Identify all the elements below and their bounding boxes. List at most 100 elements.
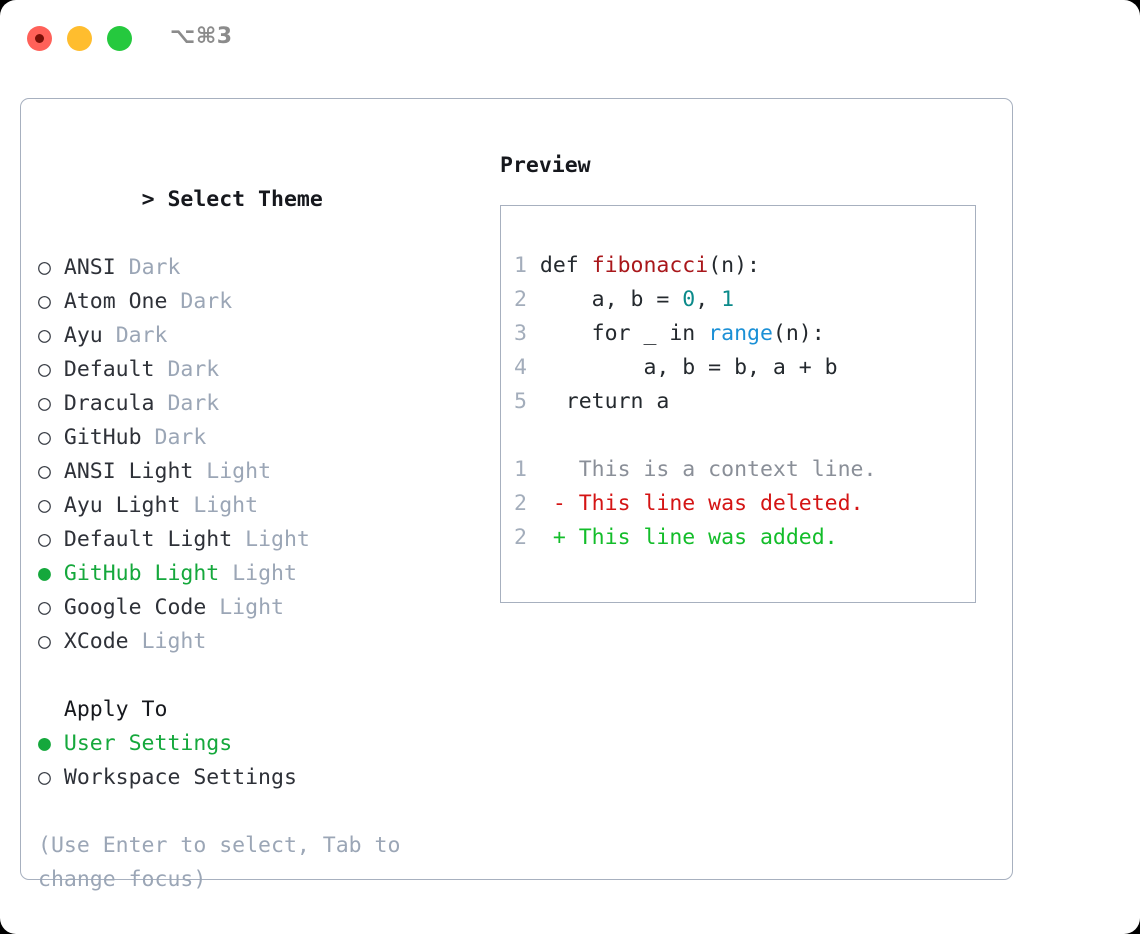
theme-variant-label: Light <box>193 493 259 518</box>
code-token: (n): <box>772 321 825 346</box>
diff-marker <box>553 457 579 482</box>
theme-name: Google Code <box>63 595 207 620</box>
code-token: return a <box>539 389 670 414</box>
spacer <box>167 289 180 314</box>
apply-to-label: User Settings <box>63 731 233 756</box>
theme-name: Default Light <box>63 527 233 552</box>
spacer <box>142 425 155 450</box>
radio-selected-icon: ● <box>38 731 64 756</box>
radio-unselected-icon: ○ <box>38 391 64 416</box>
theme-list-item[interactable]: ○ Dracula Dark <box>38 387 488 421</box>
theme-picker-column: > Select Theme ○ ANSI Dark○ Atom One Dar… <box>38 149 488 897</box>
title-bar: ⌥⌘3 <box>0 0 1140 78</box>
theme-variant-label: Dark <box>167 391 220 416</box>
code-line: 2 a, b = 0, 1 <box>514 283 876 317</box>
radio-unselected-icon: ○ <box>38 255 64 280</box>
theme-picker-header-label: Select Theme <box>167 187 323 212</box>
radio-unselected-icon: ○ <box>38 629 64 654</box>
code-token: 1 <box>721 287 735 312</box>
radio-unselected-icon: ○ <box>38 765 64 790</box>
radio-unselected-icon: ○ <box>38 323 64 348</box>
gutter-gap <box>527 491 553 516</box>
maximize-button[interactable] <box>107 26 132 51</box>
theme-name: Ayu <box>63 323 103 348</box>
apply-to-item[interactable]: ● User Settings <box>38 727 488 761</box>
theme-list-item[interactable]: ○ Default Light Light <box>38 523 488 557</box>
diff-line-number: 1 <box>514 457 527 482</box>
theme-name: Atom One <box>63 289 168 314</box>
code-token: fibonacci <box>591 253 709 278</box>
main-panel: > Select Theme ○ ANSI Dark○ Atom One Dar… <box>20 98 1013 892</box>
theme-variant-label: Light <box>232 561 297 586</box>
radio-unselected-icon: ○ <box>38 493 64 518</box>
code-line-number: 3 <box>514 321 527 346</box>
apply-to-list: ● User Settings○ Workspace Settings <box>38 727 488 795</box>
radio-unselected-icon: ○ <box>38 289 64 314</box>
gutter-gap <box>527 389 540 414</box>
theme-list-item[interactable]: ○ Ayu Light Light <box>38 489 488 523</box>
diff-text: This line was deleted. <box>578 491 864 516</box>
apply-to-header: Apply To <box>38 697 168 722</box>
theme-list-item[interactable]: ● GitHub Light Light <box>38 557 488 591</box>
theme-picker-header-prefix: > <box>141 187 168 212</box>
code-line: 1 def fibonacci(n): <box>514 249 876 283</box>
diff-text: This is a context line. <box>578 457 877 482</box>
theme-list-item[interactable]: ○ Default Dark <box>38 353 488 387</box>
spacer <box>103 323 116 348</box>
diff-line-number: 2 <box>514 525 527 550</box>
theme-variant-label: Light <box>206 459 272 484</box>
theme-variant-label: Light <box>141 629 207 654</box>
theme-name: Ayu Light <box>63 493 181 518</box>
theme-name: XCode <box>63 629 129 654</box>
theme-list-item[interactable]: ○ ANSI Light Light <box>38 455 488 489</box>
code-line: 3 for _ in range(n): <box>514 317 876 351</box>
diff-marker: + <box>552 525 579 550</box>
spacer <box>219 561 232 586</box>
gutter-gap <box>527 355 540 380</box>
minimize-button[interactable] <box>67 26 92 51</box>
theme-list-item[interactable]: ○ Google Code Light <box>38 591 488 625</box>
preview-column: Preview 1 def fibonacci(n):2 a, b = 0, 1… <box>500 149 990 603</box>
theme-variant-label: Dark <box>167 357 220 382</box>
radio-unselected-icon: ○ <box>38 425 64 450</box>
code-token: , <box>695 287 722 312</box>
theme-list: ○ ANSI Dark○ Atom One Dark○ Ayu Dark○ De… <box>38 251 488 659</box>
radio-unselected-icon: ○ <box>38 527 64 552</box>
theme-name: GitHub Light <box>63 561 220 586</box>
radio-unselected-icon: ○ <box>38 595 64 620</box>
theme-list-item[interactable]: ○ Atom One Dark <box>38 285 488 319</box>
code-line-number: 1 <box>514 253 527 278</box>
code-token: for _ in <box>539 321 709 346</box>
gutter-gap <box>527 321 540 346</box>
apply-to-item[interactable]: ○ Workspace Settings <box>38 761 488 795</box>
diff-line: 2 - This line was deleted. <box>514 487 876 521</box>
theme-picker-header: > Select Theme <box>38 149 488 251</box>
spacer <box>155 391 168 416</box>
keyboard-shortcut-label: ⌥⌘3 <box>170 24 233 49</box>
spacer <box>129 629 142 654</box>
code-line: 4 a, b = b, a + b <box>514 351 876 385</box>
code-line-number: 5 <box>514 389 527 414</box>
theme-list-item[interactable]: ○ GitHub Dark <box>38 421 488 455</box>
spacer <box>155 357 168 382</box>
theme-list-item[interactable]: ○ Ayu Dark <box>38 319 488 353</box>
recording-indicator-icon <box>35 34 44 43</box>
preview-title: Preview <box>500 153 591 178</box>
code-token: def <box>539 253 592 278</box>
code-token: a, b = <box>539 287 683 312</box>
theme-name: GitHub <box>63 425 142 450</box>
gutter-gap <box>527 525 553 550</box>
keyboard-hint-text: (Use Enter to select, Tab to change focu… <box>38 833 401 892</box>
theme-list-item[interactable]: ○ ANSI Dark <box>38 251 488 285</box>
gutter-gap <box>527 253 540 278</box>
apply-to-label: Workspace Settings <box>63 765 297 790</box>
spacer <box>232 527 245 552</box>
theme-list-item[interactable]: ○ XCode Light <box>38 625 488 659</box>
diff-line-number: 2 <box>514 491 527 516</box>
code-line-number: 2 <box>514 287 527 312</box>
theme-name: Default <box>63 357 155 382</box>
theme-name: ANSI Light <box>63 459 194 484</box>
